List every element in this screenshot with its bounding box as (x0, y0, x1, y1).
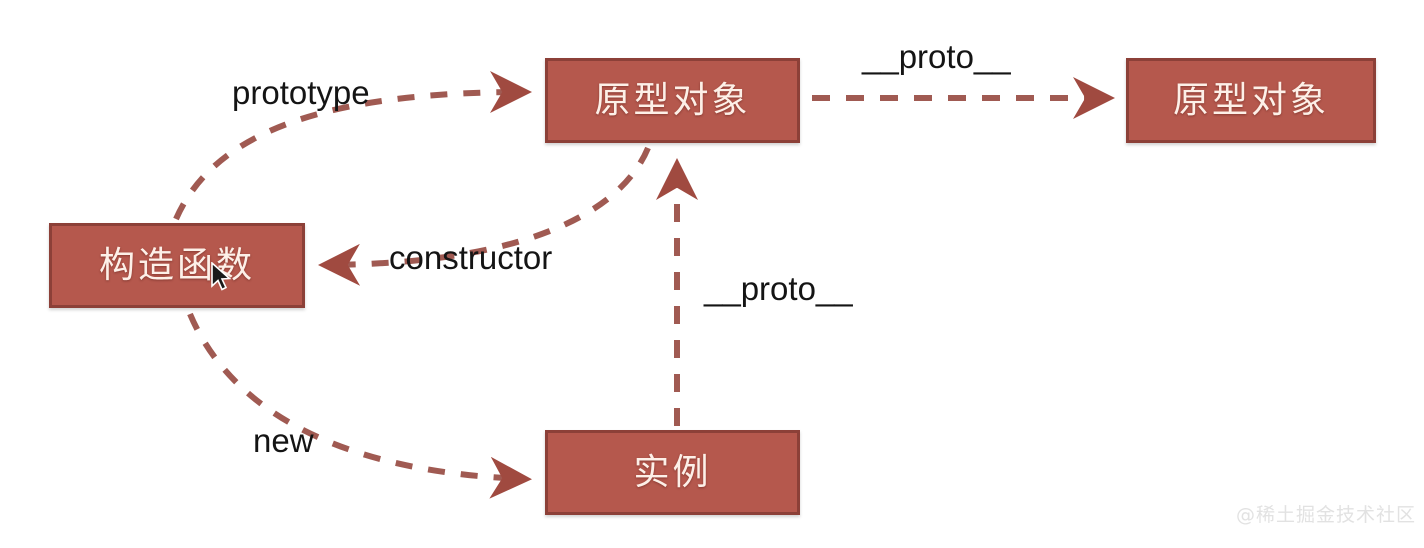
node-prototype-object-label: 原型对象 (594, 79, 751, 121)
node-constructor-function[interactable]: 构造函数 (49, 223, 305, 308)
edge-label-proto-top: __proto__ (862, 38, 1011, 75)
node-prototype-object[interactable]: 原型对象 (545, 58, 800, 143)
node-prototype-object-parent[interactable]: 原型对象 (1126, 58, 1376, 143)
edge-label-proto-instance: __proto__ (704, 270, 853, 307)
node-instance-label: 实例 (633, 451, 712, 493)
node-constructor-function-label: 构造函数 (98, 244, 255, 286)
node-prototype-object-parent-label: 原型对象 (1172, 79, 1329, 121)
node-instance[interactable]: 实例 (545, 430, 800, 515)
watermark: @稀土掘金技术社区 (1236, 504, 1417, 526)
edge-new (187, 312, 532, 499)
edge-prototype (173, 71, 532, 221)
edge-label-prototype: prototype (232, 74, 370, 111)
edge-label-constructor: constructor (389, 239, 553, 276)
edge-label-new: new (253, 422, 314, 459)
